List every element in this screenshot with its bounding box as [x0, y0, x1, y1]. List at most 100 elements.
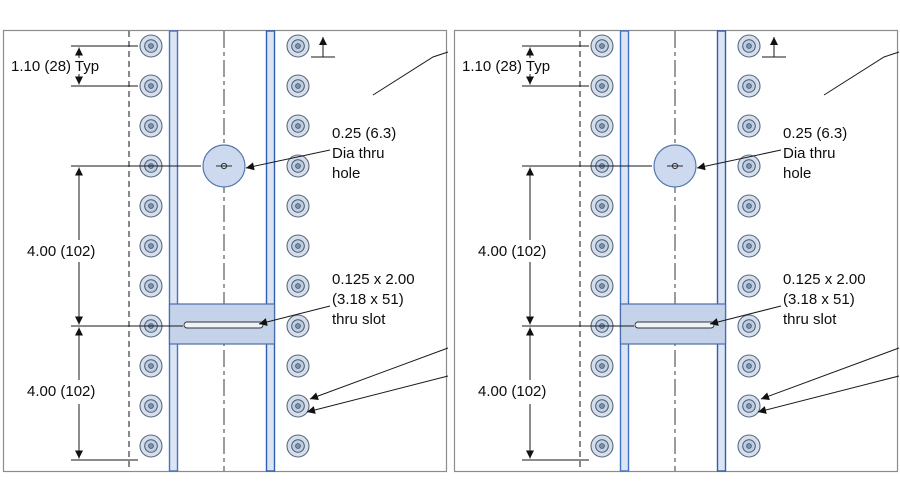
- dimension-lower-400: 4.00 (102): [478, 327, 589, 461]
- dimension-upper-400: 4.00 (102): [478, 165, 652, 327]
- fastener-grid: [590, 34, 761, 458]
- slot-note: 0.125 x 2.00 (3.18 x 51) thru slot: [709, 271, 866, 328]
- thru-slot: [168, 303, 276, 345]
- fastener: [139, 114, 163, 138]
- leader-line: [258, 305, 331, 326]
- thru-hole: [202, 144, 246, 188]
- plate-view-right: 1.10 (28) Typ 4.00 (102) 4.00 (102) 0.25…: [452, 0, 900, 500]
- fastener: [590, 194, 614, 218]
- fastener: [737, 154, 761, 178]
- fastener: [737, 434, 761, 458]
- leader-line-top: [372, 51, 449, 96]
- leader-line: [760, 347, 900, 400]
- fastener: [737, 394, 761, 418]
- fastener-pointers: [757, 347, 900, 414]
- leader-line: [245, 149, 331, 171]
- fastener: [737, 234, 761, 258]
- panel-border: [453, 29, 899, 473]
- dim-upper-label: 4.00 (102): [27, 243, 95, 260]
- leader-line: [309, 347, 449, 400]
- fastener: [590, 234, 614, 258]
- fastener: [590, 274, 614, 298]
- dimension-lower-400: 4.00 (102): [27, 327, 138, 461]
- fastener: [737, 74, 761, 98]
- fastener: [590, 434, 614, 458]
- fastener: [286, 434, 310, 458]
- slot-note-line1: 0.125 x 2.00: [783, 271, 866, 288]
- plate-view-left: 1.10 (28) Typ 4.00 (102) 4.00 (102) 0.25…: [1, 0, 449, 500]
- slot-note-line1: 0.125 x 2.00: [332, 271, 415, 288]
- leader-line-top: [823, 51, 900, 96]
- fastener: [737, 34, 761, 58]
- fastener: [737, 114, 761, 138]
- slot-note-line2: (3.18 x 51): [332, 291, 404, 308]
- fastener: [139, 354, 163, 378]
- panel-border: [2, 29, 448, 473]
- dimension-typ: 1.10 (28) Typ: [11, 45, 138, 87]
- fastener: [139, 274, 163, 298]
- fastener: [590, 114, 614, 138]
- fastener: [737, 194, 761, 218]
- leader-line: [709, 305, 782, 326]
- hole-note-line1: 0.25 (6.3): [783, 125, 847, 142]
- rail-left: [168, 30, 179, 472]
- fastener: [590, 354, 614, 378]
- dim-typ-label: 1.10 (28) Typ: [462, 58, 550, 75]
- dimension-typ: 1.10 (28) Typ: [462, 45, 589, 87]
- fastener: [737, 274, 761, 298]
- hole-note: 0.25 (6.3) Dia thru hole: [696, 125, 847, 182]
- fastener: [139, 74, 163, 98]
- fastener: [286, 74, 310, 98]
- dimension-top-right: [762, 37, 786, 58]
- fastener-pointers: [306, 347, 449, 414]
- dimension-top-right: [311, 37, 335, 58]
- dim-lower-label: 4.00 (102): [478, 383, 546, 400]
- fastener: [286, 274, 310, 298]
- slot-outline: [634, 321, 715, 329]
- fastener: [286, 194, 310, 218]
- thru-slot: [619, 303, 727, 345]
- fastener: [139, 194, 163, 218]
- rail-left: [619, 30, 630, 472]
- hole-center-dot: [220, 162, 228, 170]
- fastener: [590, 34, 614, 58]
- hole-note-line3: hole: [783, 165, 811, 182]
- plate-drawing: 1.10 (28) Typ 4.00 (102) 4.00 (102) 0.25…: [2, 29, 449, 473]
- fastener: [286, 34, 310, 58]
- fastener: [737, 354, 761, 378]
- hole-note-line3: hole: [332, 165, 360, 182]
- fastener-grid: [139, 34, 310, 458]
- leader-line: [306, 375, 449, 414]
- slot-note-line3: thru slot: [332, 311, 386, 328]
- fastener: [286, 234, 310, 258]
- fastener: [590, 74, 614, 98]
- rail-right: [265, 30, 276, 472]
- hole-note-line2: Dia thru: [783, 145, 836, 162]
- fastener: [590, 394, 614, 418]
- fastener: [737, 314, 761, 338]
- dim-typ-label: 1.10 (28) Typ: [11, 58, 99, 75]
- leader-line: [757, 375, 900, 414]
- fastener: [286, 114, 310, 138]
- slot-note: 0.125 x 2.00 (3.18 x 51) thru slot: [258, 271, 415, 328]
- fastener: [286, 394, 310, 418]
- leader-line: [696, 149, 782, 171]
- hole-note-line1: 0.25 (6.3): [332, 125, 396, 142]
- fastener: [286, 154, 310, 178]
- dimension-upper-400: 4.00 (102): [27, 165, 201, 327]
- fastener: [139, 434, 163, 458]
- hole-note-line2: Dia thru: [332, 145, 385, 162]
- hole-center-dot: [671, 162, 679, 170]
- fastener: [139, 34, 163, 58]
- fastener: [286, 314, 310, 338]
- dim-lower-label: 4.00 (102): [27, 383, 95, 400]
- hole-note: 0.25 (6.3) Dia thru hole: [245, 125, 396, 182]
- slot-outline: [183, 321, 264, 329]
- fastener: [139, 234, 163, 258]
- rail-right: [716, 30, 727, 472]
- thru-hole: [653, 144, 697, 188]
- fastener: [286, 354, 310, 378]
- slot-note-line3: thru slot: [783, 311, 837, 328]
- dim-upper-label: 4.00 (102): [478, 243, 546, 260]
